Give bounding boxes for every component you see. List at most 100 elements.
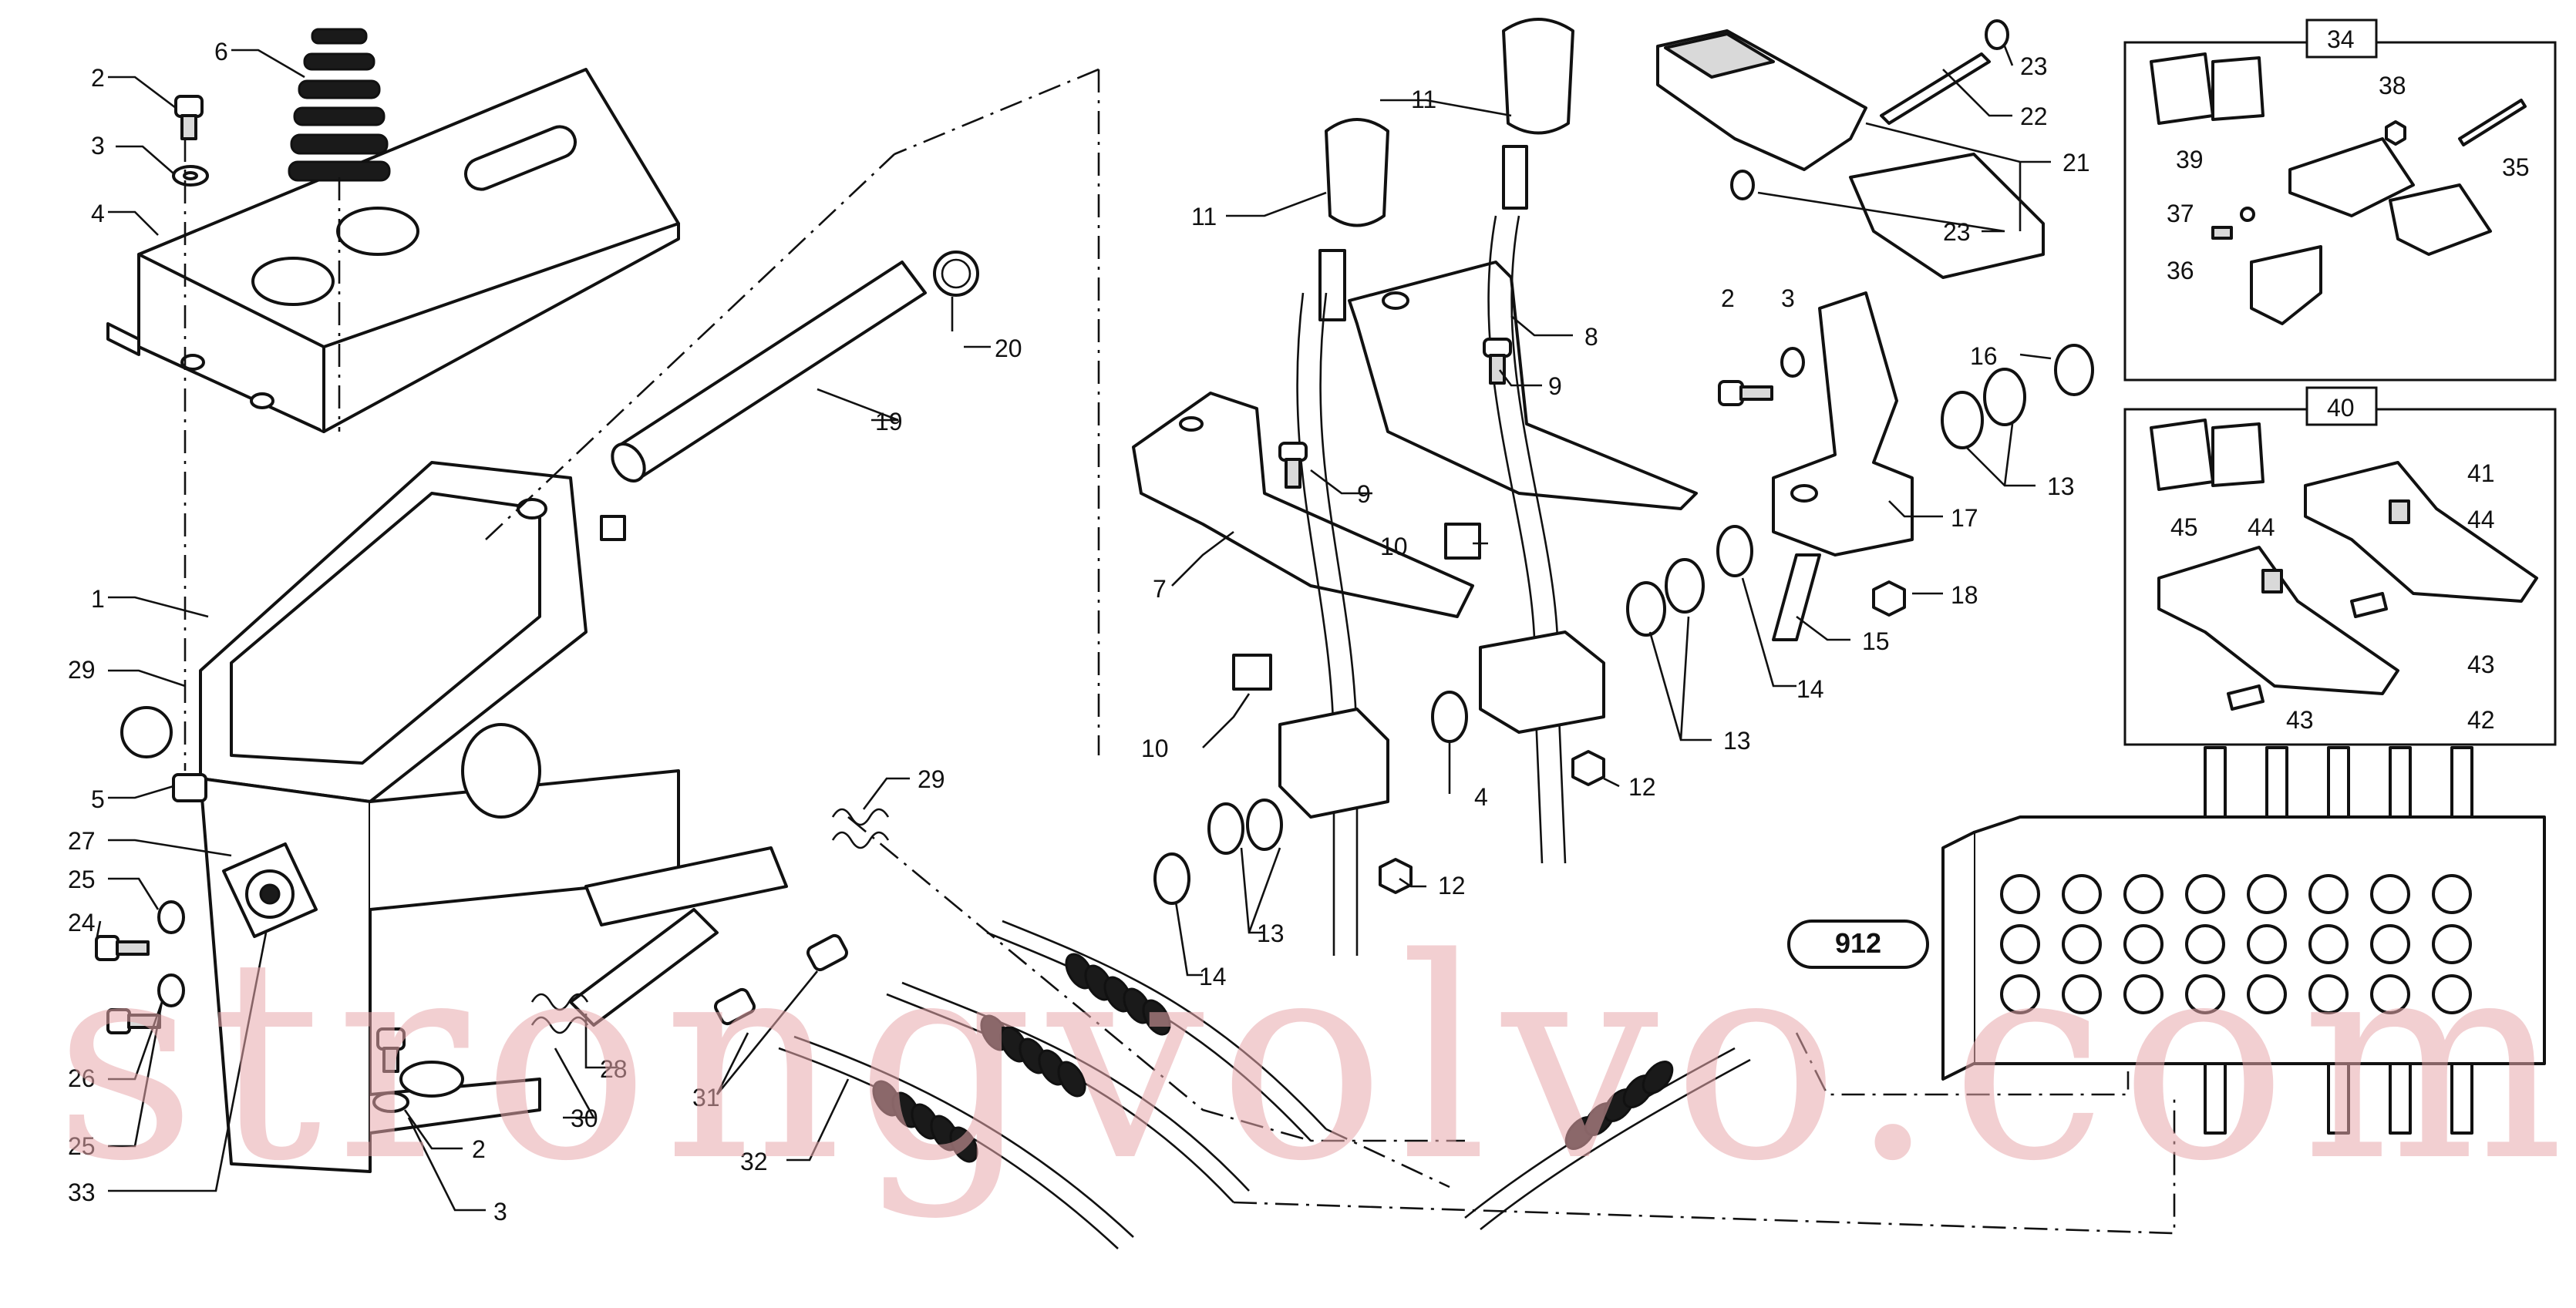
pedal-21-lower (1849, 153, 2045, 279)
callout-25: 25 (68, 1132, 96, 1160)
callout-45: 45 (2170, 513, 2198, 541)
callout-13: 13 (2047, 472, 2075, 500)
screw-26 (106, 1008, 161, 1034)
inset-40 (2123, 386, 2557, 746)
screw-2-top (174, 95, 204, 140)
spring-29 (831, 808, 890, 849)
callout-44: 44 (2248, 513, 2275, 541)
callout-labels: 1 2 2 2 3 3 3 4 4 5 6 7 8 9 9 10 10 11 1… (68, 25, 2530, 1226)
callout-3: 3 (1781, 284, 1795, 312)
callout-35: 35 (2502, 153, 2530, 181)
callout-6: 6 (214, 38, 228, 66)
callout-2: 2 (1721, 284, 1735, 312)
callout-22: 22 (2020, 103, 2048, 130)
screw-9-a (1278, 442, 1308, 489)
clip-5 (172, 773, 207, 802)
lever-rod-left (1278, 292, 1389, 956)
callout-23: 23 (1943, 218, 1971, 246)
circlip-29-left (120, 706, 173, 758)
washer-25a (157, 900, 185, 934)
cable-upper (986, 920, 1327, 1142)
callout-29: 29 (68, 656, 96, 684)
washer-3-bottom (372, 1091, 409, 1113)
callout-14: 14 (1796, 675, 1824, 703)
callout-40: 40 (2327, 394, 2355, 422)
callout-8: 8 (1584, 323, 1598, 351)
callout-24: 24 (68, 909, 96, 936)
callout-25: 25 (68, 866, 96, 893)
valve-fittings (2204, 746, 2473, 1135)
callout-32: 32 (740, 1148, 768, 1175)
callout-9: 9 (1548, 372, 1562, 400)
callout-3: 3 (493, 1198, 507, 1226)
cable-32 (778, 1035, 1134, 1249)
callout-33: 33 (68, 1179, 96, 1206)
valve-spools (2000, 874, 2472, 1014)
callout-34: 34 (2327, 25, 2355, 53)
callout-23: 23 (2020, 52, 2048, 80)
callout-16: 16 (1970, 342, 1998, 370)
callout-17: 17 (1951, 504, 1978, 532)
callout-19: 19 (875, 408, 903, 435)
callout-30: 30 (571, 1105, 598, 1132)
callout-13: 13 (1257, 920, 1285, 947)
bushing-13-b (1626, 558, 1705, 637)
cable-right (1464, 1047, 1751, 1231)
washer-23-b (1730, 170, 1755, 200)
bushing-13-c (1941, 368, 2026, 449)
callout-9: 9 (1357, 480, 1371, 508)
pin-22 (1880, 52, 1991, 125)
watermark: strongvolvo.com (54, 899, 2576, 1222)
cover-plate (106, 68, 680, 433)
center-lines (184, 68, 2176, 1235)
circlip-20 (933, 251, 979, 297)
callout-10: 10 (1141, 735, 1169, 762)
screw-2-mid (1718, 380, 1773, 406)
callout-27: 27 (68, 827, 96, 855)
washer-14-b (1431, 691, 1468, 743)
callout-43: 43 (2286, 706, 2314, 734)
block-10-b (1444, 523, 1481, 560)
callout-11: 11 (1191, 203, 1217, 230)
callout-31: 31 (692, 1084, 720, 1111)
washer-25b (157, 973, 185, 1007)
callout-37: 37 (2167, 200, 2194, 227)
lever-shaft-19 (611, 261, 927, 483)
bracket-8 (1348, 261, 1698, 510)
callout-3: 3 (91, 132, 105, 160)
washer-14-a (1153, 852, 1190, 905)
washer-14-c (1716, 525, 1753, 577)
ref-912-tag: 912 (1787, 920, 1929, 969)
callout-18: 18 (1951, 581, 1978, 609)
callout-41: 41 (2467, 459, 2495, 487)
screw-2-bottom (376, 1027, 406, 1073)
cable-bellows-32 (872, 1080, 978, 1163)
callout-5: 5 (91, 785, 105, 813)
washer-3-mid (1780, 347, 1805, 378)
pivot-shaft-28 (569, 846, 788, 1027)
cable-middle (886, 981, 1250, 1203)
callout-11: 11 (1411, 86, 1436, 113)
callout-39: 39 (2176, 146, 2204, 173)
callout-29: 29 (918, 765, 945, 793)
washer-16 (2054, 344, 2094, 396)
callout-10: 10 (1380, 533, 1408, 560)
lever-knob-11-left (1318, 118, 1389, 321)
nut-12-a (1379, 858, 1413, 894)
washer-23-a (1985, 19, 2009, 50)
leader-lines (95, 45, 2052, 1212)
block-10-a (1232, 654, 1272, 691)
lever-rod-right (1479, 215, 1605, 864)
rubber-boot (288, 28, 391, 182)
pedal-21-upper (1656, 29, 1867, 171)
nut-12-b (1571, 750, 1605, 786)
callout-15: 15 (1862, 627, 1890, 655)
callout-14: 14 (1199, 963, 1227, 990)
clevis-31 (714, 933, 848, 1026)
bracket-7 (1132, 392, 1474, 618)
bearing-flange-33 (222, 842, 318, 938)
callout-20: 20 (995, 335, 1022, 362)
callout-28: 28 (600, 1055, 628, 1083)
